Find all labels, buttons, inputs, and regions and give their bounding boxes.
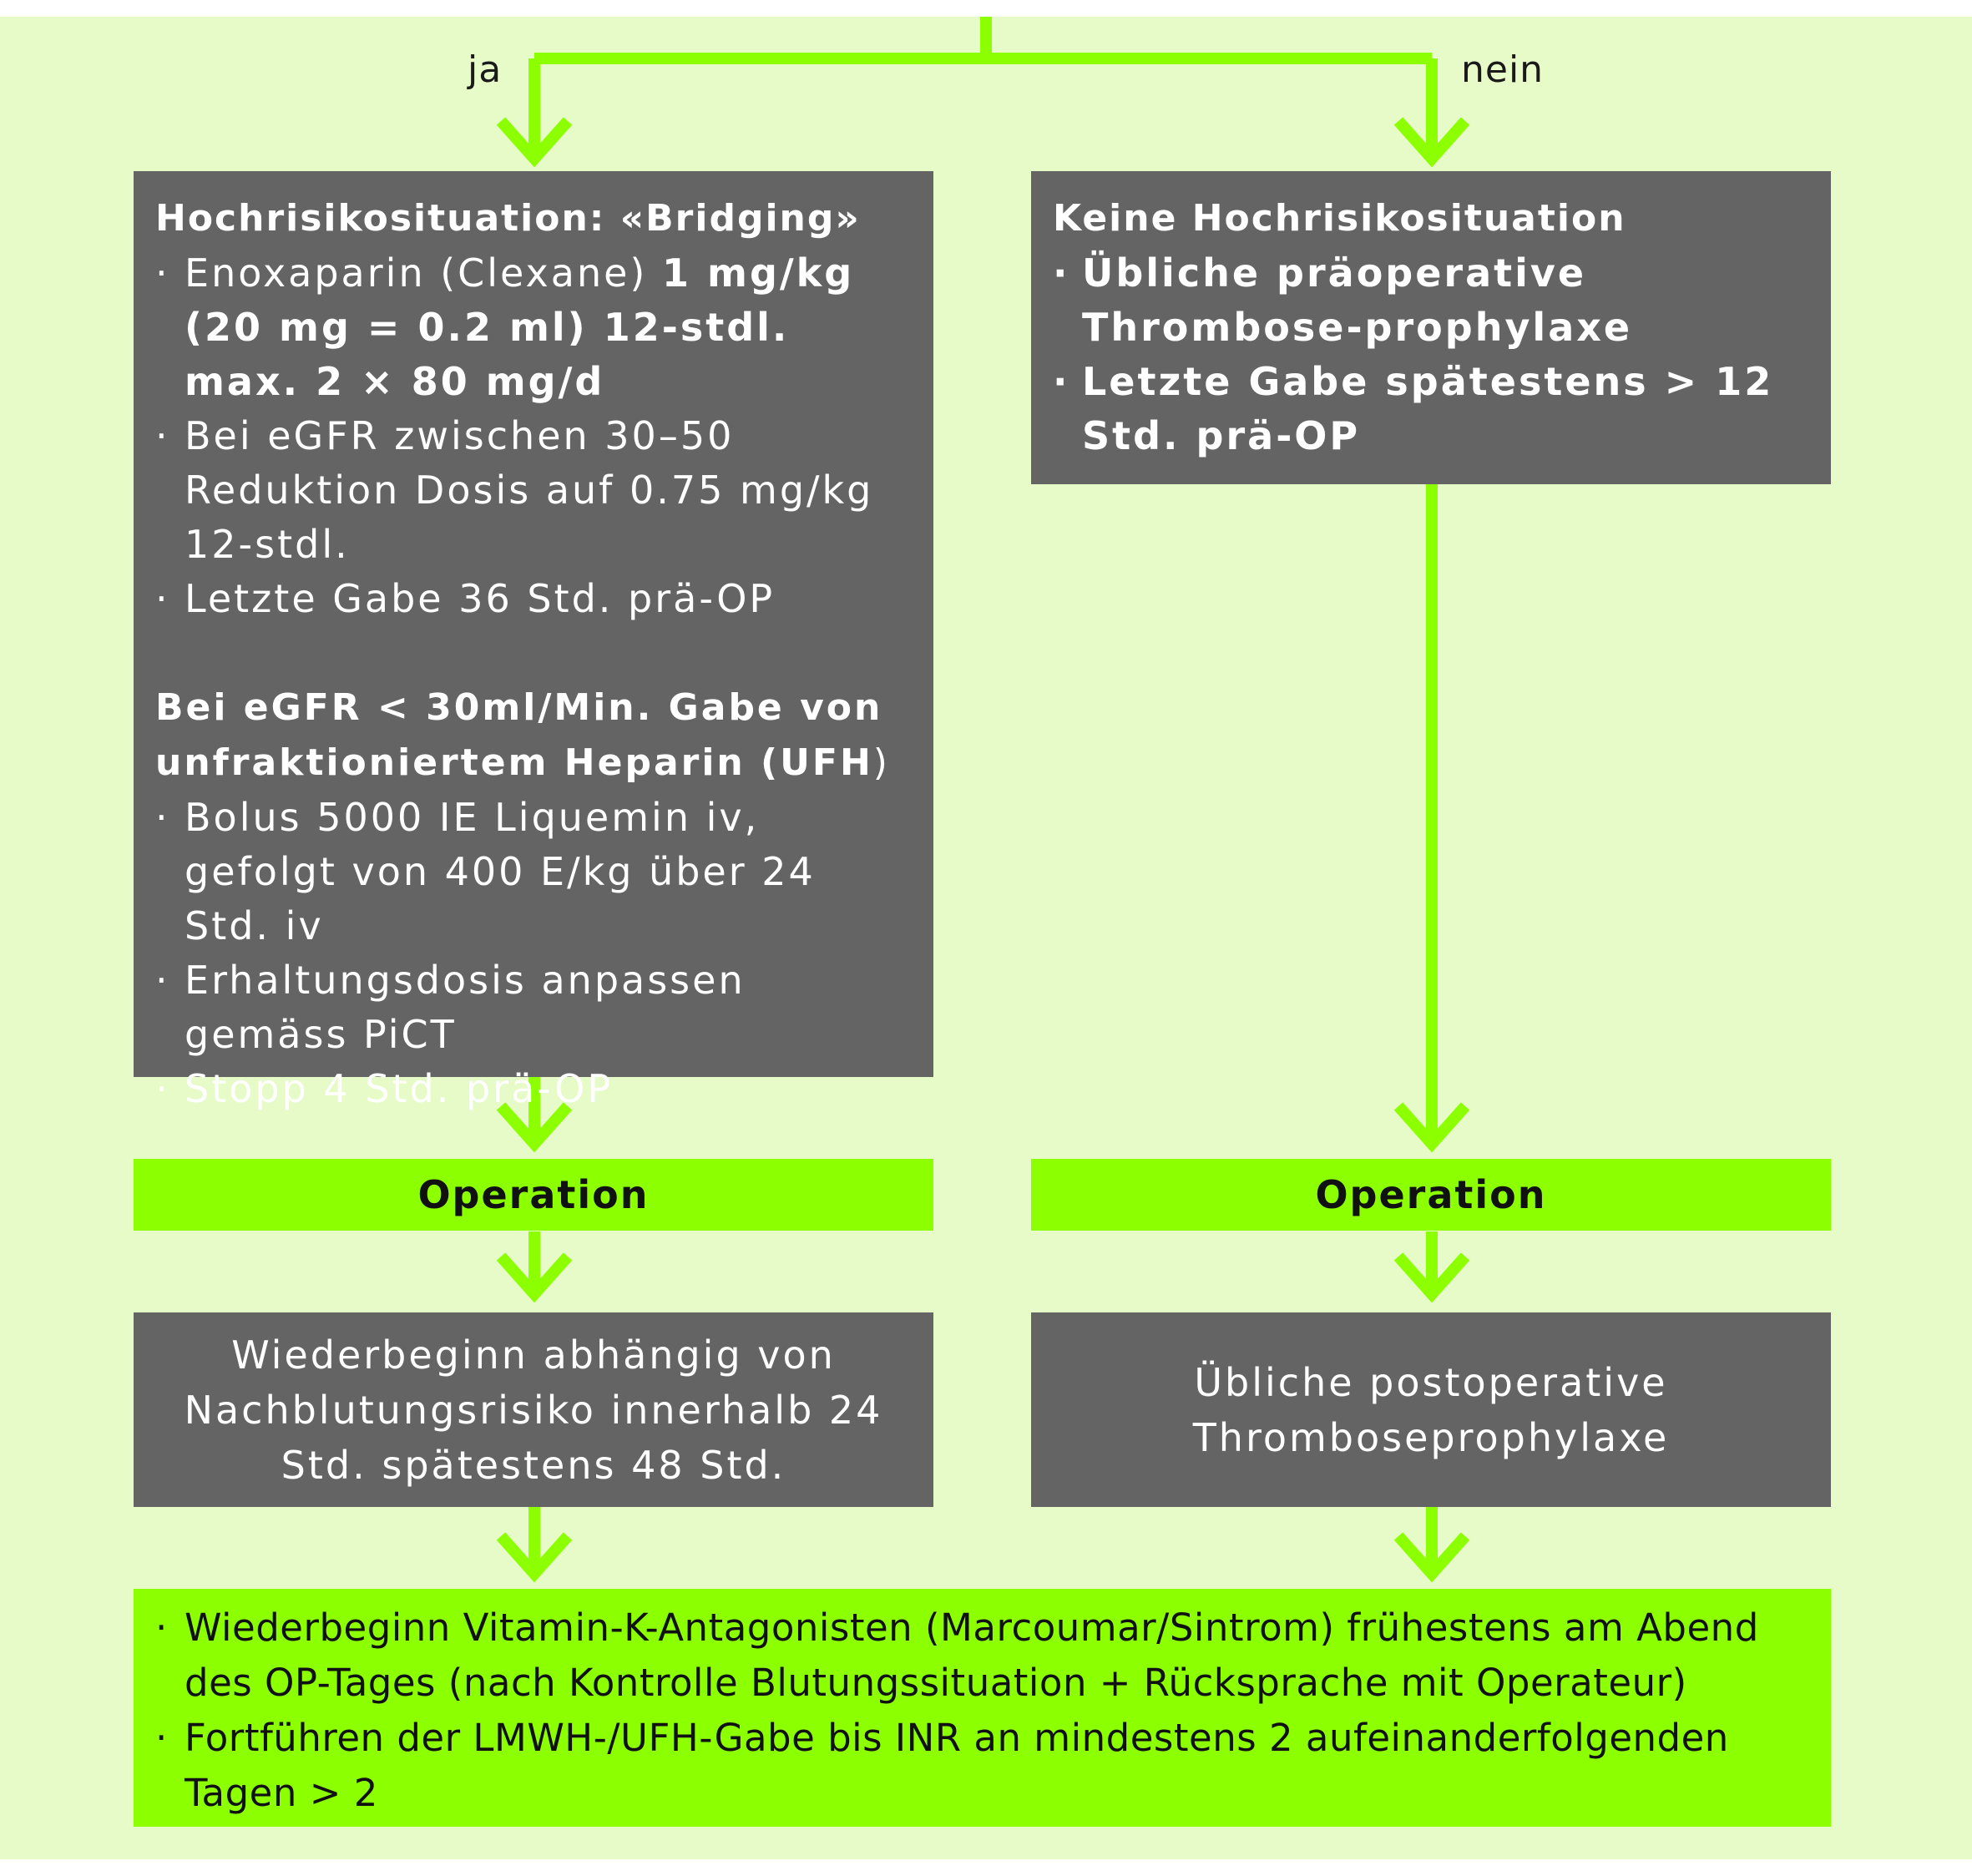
post-op-left-text: Wiederbeginn abhängig von Nachblutungsri… (184, 1332, 883, 1488)
list-item: Bolus 5000 IE Liquemin iv, gefolgt von 4… (155, 791, 908, 953)
post-op-right-text: Übliche postoperative Thromboseprophylax… (1192, 1359, 1670, 1460)
arrow-head-yes (496, 117, 573, 168)
high-risk-title: Hochrisikosituation: «Bridging» (155, 197, 861, 240)
no-high-risk-box: Keine Hochrisikosituation Übliche präope… (1031, 171, 1831, 484)
list-item: Bei eGFR zwischen 30–50 Reduktion Dosis … (155, 409, 908, 572)
enoxaparin-dose: 1 mg/kg (20 mg = 0.2 ml) 12-stdl. max. 2… (185, 250, 855, 404)
operation-right: Operation (1031, 1159, 1831, 1231)
list-item: Wiederbeginn Vitamin-K-Antagonisten (Mar… (155, 1600, 1806, 1711)
list-item: Übliche präoperative Thrombose-prophylax… (1053, 246, 1806, 355)
list-item: Enoxaparin (Clexane) 1 mg/kg (20 mg = 0.… (155, 246, 908, 409)
high-risk-box: Hochrisikosituation: «Bridging» Enoxapar… (134, 171, 933, 1116)
list-item: Erhaltungsdosis anpassen gemäss PiCT (155, 953, 908, 1062)
arrow-head-final-left (496, 1532, 573, 1583)
yes-label: ja (468, 48, 503, 91)
list-item: Fortführen der LMWH-/UFH-Gabe bis INR an… (155, 1711, 1806, 1821)
final-box: Wiederbeginn Vitamin-K-Antagonisten (Mar… (134, 1589, 1831, 1827)
arrow-head-final-right (1393, 1532, 1470, 1583)
list-item: Letzte Gabe spätestens > 12 Std. prä-OP (1053, 355, 1806, 463)
operation-left: Operation (134, 1159, 933, 1231)
list-item: Letzte Gabe 36 Std. prä-OP (155, 572, 908, 626)
high-risk-list: Enoxaparin (Clexane) 1 mg/kg (20 mg = 0.… (155, 246, 908, 626)
ufh-title-bold: Bei eGFR < 30ml/Min. Gabe von unfraktion… (155, 686, 883, 784)
list-item: Stopp 4 Std. prä-OP (155, 1062, 908, 1116)
post-op-right-box: Übliche postoperative Thromboseprophylax… (1031, 1312, 1831, 1507)
ufh-title-end: ) (872, 741, 890, 784)
no-high-risk-list: Übliche präoperative Thrombose-prophylax… (1053, 246, 1806, 463)
ufh-list: Bolus 5000 IE Liquemin iv, gefolgt von 4… (155, 791, 908, 1116)
enoxaparin-text: Enoxaparin (Clexane) (185, 250, 662, 296)
arrow-head-op-right (1393, 1102, 1470, 1153)
arrow-head-no (1393, 117, 1470, 168)
arrow-head-op-left (496, 1102, 573, 1153)
final-list: Wiederbeginn Vitamin-K-Antagonisten (Mar… (155, 1600, 1806, 1821)
arrow-head-post-left (496, 1252, 573, 1303)
no-high-risk-title: Keine Hochrisikosituation (1053, 197, 1626, 240)
arrow-head-post-right (1393, 1252, 1470, 1303)
post-op-left-box: Wiederbeginn abhängig von Nachblutungsri… (134, 1312, 933, 1507)
no-label: nein (1461, 48, 1545, 91)
ufh-section-title: Bei eGFR < 30ml/Min. Gabe von unfraktion… (155, 680, 908, 791)
